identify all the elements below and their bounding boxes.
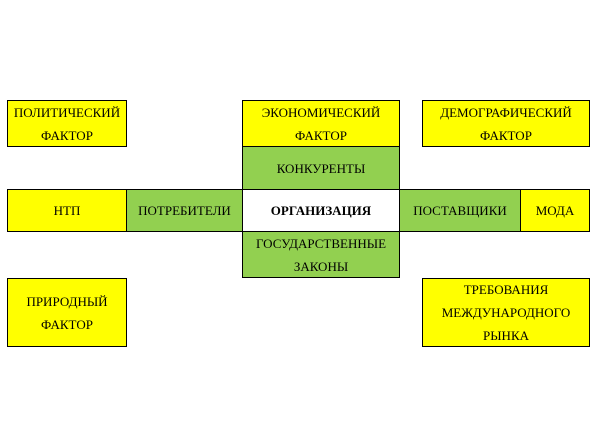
organization-label: ОРГАНИЗАЦИЯ	[270, 203, 372, 218]
consumers-box: ПОТРЕБИТЕЛИ	[126, 189, 243, 232]
suppliers-box: ПОСТАВЩИКИ	[399, 189, 521, 232]
economic-factor-label: ЭКОНОМИЧЕСКИЙ ФАКТОР	[261, 104, 381, 143]
political-factor-box: ПОЛИТИЧЕСКИЙ ФАКТОР	[7, 100, 127, 147]
fashion-box: МОДА	[520, 189, 590, 232]
economic-factor-box: ЭКОНОМИЧЕСКИЙ ФАКТОР	[242, 100, 400, 147]
consumers-label: ПОТРЕБИТЕЛИ	[138, 203, 231, 218]
competitors-box: КОНКУРЕНТЫ	[242, 146, 400, 191]
natural-factor-box: ПРИРОДНЫЙ ФАКТОР	[7, 278, 127, 347]
ntp-box: НТП	[7, 189, 127, 232]
suppliers-label: ПОСТАВЩИКИ	[413, 203, 507, 218]
fashion-label: МОДА	[535, 203, 575, 218]
ntp-label: НТП	[53, 203, 81, 218]
natural-factor-label: ПРИРОДНЫЙ ФАКТОР	[26, 293, 108, 332]
state-laws-box: ГОСУДАРСТВЕННЫЕ ЗАКОНЫ	[242, 231, 400, 278]
state-laws-label: ГОСУДАРСТВЕННЫЕ ЗАКОНЫ	[255, 235, 387, 274]
international-market-box: ТРЕБОВАНИЯ МЕЖДУНАРОДНОГО РЫНКА	[422, 278, 590, 347]
demographic-factor-label: ДЕМОГРАФИЧЕСКИЙ ФАКТОР	[440, 104, 572, 143]
international-market-label: ТРЕБОВАНИЯ МЕЖДУНАРОДНОГО РЫНКА	[441, 282, 571, 343]
competitors-label: КОНКУРЕНТЫ	[276, 161, 366, 176]
demographic-factor-box: ДЕМОГРАФИЧЕСКИЙ ФАКТОР	[422, 100, 590, 147]
political-factor-label: ПОЛИТИЧЕСКИЙ ФАКТОР	[13, 104, 121, 143]
organization-box: ОРГАНИЗАЦИЯ	[242, 189, 400, 232]
